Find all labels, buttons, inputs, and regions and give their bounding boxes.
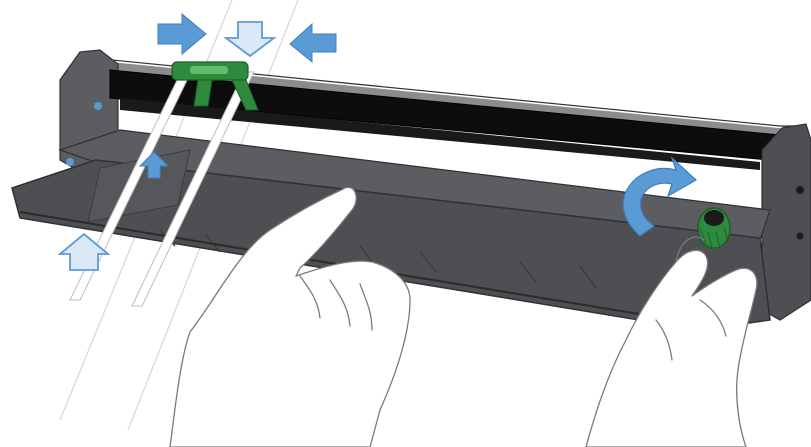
- clip-highlight: [190, 66, 228, 74]
- left-screw: [94, 102, 102, 110]
- cartridge-right-end: [762, 124, 811, 320]
- right-hole-lower: [797, 233, 804, 240]
- knob-hole: [704, 210, 724, 226]
- left-screw-lower: [66, 158, 74, 166]
- arrow-down-icon: [226, 22, 274, 56]
- arrow-right-icon: [158, 14, 206, 54]
- ribbon-advance-knob: [698, 208, 730, 248]
- right-hole-upper: [796, 186, 804, 194]
- arrow-left-icon: [290, 24, 336, 62]
